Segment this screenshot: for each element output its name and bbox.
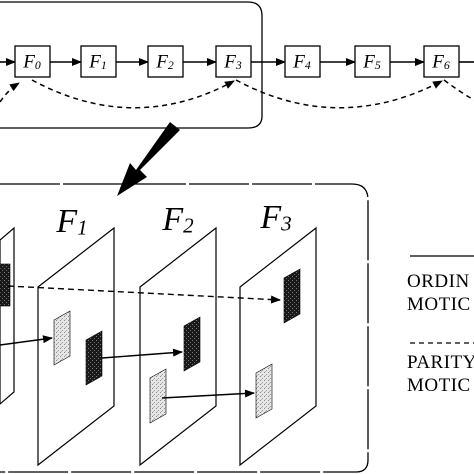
plane-f2 xyxy=(139,226,217,467)
block-f1-light-top xyxy=(53,310,71,366)
plane-label-f3: F3 xyxy=(260,199,292,236)
legend-parity-line1: PARITY xyxy=(407,352,474,373)
legend-ordinary-line2: MOTIC xyxy=(407,294,471,315)
frame-planes xyxy=(0,226,317,467)
legend-parity-line2: MOTIC xyxy=(407,375,471,396)
legend-ordinary-line1: ORDIN xyxy=(407,271,470,292)
frame-label-f4: F4 xyxy=(293,51,311,73)
block-f1-dark xyxy=(85,330,103,386)
ordinary-arrow-f2-f3 xyxy=(161,389,255,399)
top-parity-arcs xyxy=(0,79,474,109)
ordinary-arrow-f1-f2 xyxy=(101,348,183,359)
frame-box-f4 xyxy=(284,45,321,78)
block-f3-dark xyxy=(283,268,301,324)
frame-label-f5: F5 xyxy=(363,51,381,73)
plane-label-f1: F1 xyxy=(56,203,88,240)
legend-lines xyxy=(410,255,474,344)
frame-box-f2 xyxy=(147,45,184,78)
frame-box-f0 xyxy=(14,45,51,78)
frame-label-f6: F6 xyxy=(432,51,450,73)
block-f0-dark xyxy=(0,263,11,307)
plane-f1 xyxy=(37,226,115,467)
parity-arc-f3-f6 xyxy=(235,79,443,109)
block-f2-light xyxy=(149,368,167,424)
top-frame-boxes xyxy=(14,45,460,78)
frame-box-f6 xyxy=(423,45,460,78)
block-f2-dark xyxy=(183,316,201,372)
frame-box-f3 xyxy=(215,45,252,78)
block-f3-light xyxy=(255,363,273,419)
frame-label-f0: F0 xyxy=(23,51,41,73)
frame-box-f1 xyxy=(80,45,117,78)
plane-label-f2: F2 xyxy=(162,201,194,238)
plane-f3 xyxy=(239,226,317,467)
bottom-group-outline xyxy=(0,183,369,473)
ordinary-arrow-in-f1 xyxy=(0,335,53,346)
zoom-arrow-icon xyxy=(117,122,180,196)
motion-blocks xyxy=(0,263,301,424)
plane-f0-partial xyxy=(0,226,15,405)
frame-box-f5 xyxy=(354,45,391,78)
frame-label-f1: F1 xyxy=(89,51,107,73)
parity-arc-f0-f3 xyxy=(31,79,235,109)
parity-arc-out xyxy=(443,79,474,101)
frame-label-f3: F3 xyxy=(224,51,242,73)
parity-arc-in xyxy=(0,82,20,103)
frame-label-f2: F2 xyxy=(156,51,174,73)
bottom-motion-arrows xyxy=(0,285,281,399)
parity-arrow-f0-f3 xyxy=(7,285,281,304)
top-group-outline xyxy=(0,1,263,129)
